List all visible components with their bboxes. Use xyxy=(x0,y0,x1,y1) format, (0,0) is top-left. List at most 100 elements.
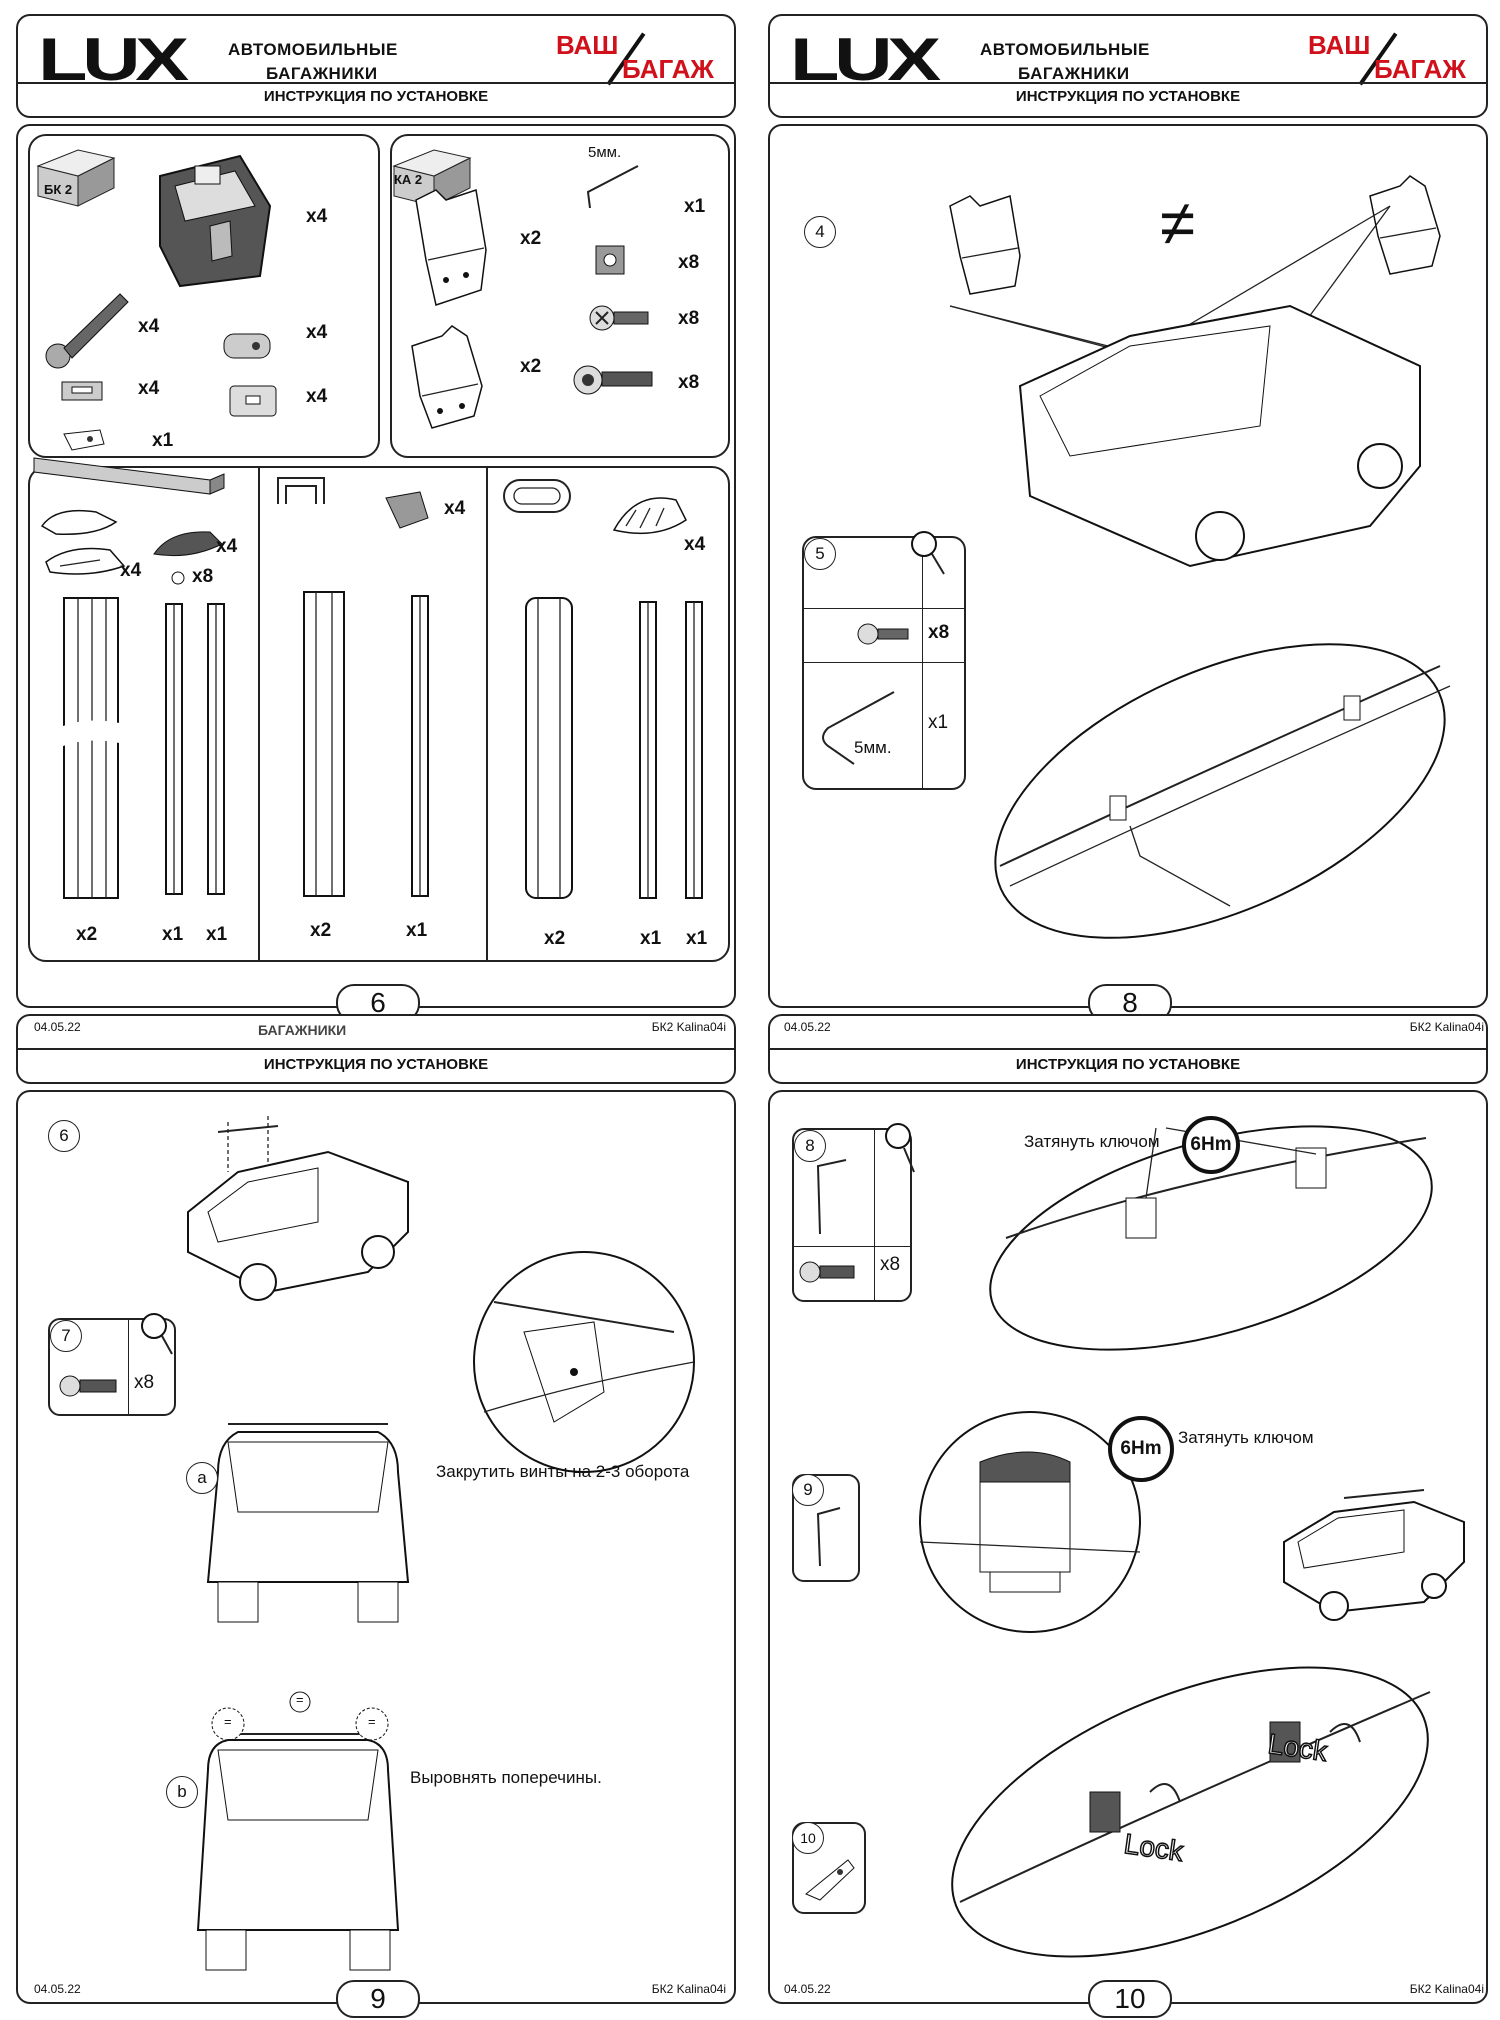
square-nut-icon xyxy=(595,245,625,275)
rail-profile-a-icon xyxy=(58,597,138,899)
socket-bolt-icon xyxy=(59,1375,117,1397)
rails-box: x4 x4 x8 x2 x1 x1 xyxy=(28,457,730,962)
label-b: b xyxy=(166,1776,198,1808)
tools-box: 7 x8 xyxy=(48,1313,176,1416)
car-with-bars-view xyxy=(187,1116,409,1301)
step-number: 8 xyxy=(794,1130,826,1162)
lux-logo: LUX xyxy=(38,26,189,93)
bolt-icon xyxy=(45,293,129,369)
step-frame: 4 ≠ 5 xyxy=(768,124,1488,1022)
cap-d-qty: x4 xyxy=(684,534,706,555)
page-number: 10 xyxy=(1088,1980,1172,2018)
eq-mark-left: = xyxy=(224,1714,232,1729)
page-header: LUX АВТОМОБИЛЬНЫЕ БАГАЖНИКИ ВАШ БАГАЖ ИН… xyxy=(16,14,736,118)
step-frame: 6 7 x8 xyxy=(16,1090,736,2018)
bracket-b-qty: x2 xyxy=(520,356,542,377)
tools-box: 8 x8 xyxy=(792,1123,915,1302)
rail-a-qty: x2 xyxy=(76,924,98,945)
rail-profile-c2-icon xyxy=(685,601,703,899)
eq-mark-right: = xyxy=(368,1714,376,1729)
step-number: 5 xyxy=(804,538,836,570)
car-with-bars-view xyxy=(1283,1489,1465,1621)
vash-bagazh-logo: ВАШ БАГАЖ xyxy=(1308,30,1466,86)
cap-b-qty: x4 xyxy=(216,536,238,557)
footer-date: 04.05.22 xyxy=(784,1020,831,1034)
page-10: ИНСТРУКЦИЯ ПО УСТАНОВКЕ 8 x8 xyxy=(752,1014,1488,2020)
logo-subtitle: АВТОМОБИЛЬНЫЕ БАГАЖНИКИ xyxy=(980,40,1150,83)
instruction-title: ИНСТРУКЦИЯ ПО УСТАНОВКЕ xyxy=(263,1056,489,1073)
end-cap-e-icon xyxy=(612,497,687,535)
countersunk-screw-icon xyxy=(589,305,649,331)
nut-qty: x8 xyxy=(678,252,700,273)
page-header: ИНСТРУКЦИЯ ПО УСТАНОВКЕ xyxy=(768,1014,1488,1084)
tighten-label-bottom: Затянуть ключом xyxy=(1178,1428,1314,1447)
instruction-title: ИНСТРУКЦИЯ ПО УСТАНОВКЕ xyxy=(1015,1056,1241,1073)
page-9: БАГАЖНИКИ ИНСТРУКЦИЯ ПО УСТАНОВКЕ 6 7 xyxy=(0,1014,736,2020)
instruction-title: ИНСТРУКЦИЯ ПО УСТАНОВКЕ xyxy=(1015,88,1241,105)
roof-detail-ellipse xyxy=(994,643,1451,939)
screw-icon xyxy=(857,623,909,645)
parts-frame: БК 2 x4 x4 x4 x4 xyxy=(16,124,736,1022)
clip-qty: x4 xyxy=(138,378,160,399)
tools-box: 10 xyxy=(792,1822,866,1914)
ka2-parts-box: КА 2 x2 x2 5мм. x1 x8 xyxy=(390,134,730,458)
magnifier-icon xyxy=(885,1123,915,1173)
not-equal-sign: ≠ xyxy=(1160,187,1196,259)
magnifier-icon xyxy=(911,531,945,575)
step-number: 9 xyxy=(792,1474,824,1506)
footer-model: БК2 Kalina04i xyxy=(651,1020,726,1034)
footer-date: 04.05.22 xyxy=(34,1982,81,1996)
rail-a1-qty: x1 xyxy=(162,924,184,945)
step-number: 6 xyxy=(48,1120,80,1152)
foot-detail-circle xyxy=(919,1411,1141,1633)
step-number: 7 xyxy=(50,1320,82,1352)
socket-bolt-icon xyxy=(799,1261,855,1283)
pin-icon xyxy=(223,333,271,359)
rail-c-qty: x2 xyxy=(544,928,566,949)
key-icon xyxy=(63,429,105,451)
rail-a2-qty: x1 xyxy=(206,924,228,945)
bk2-parts-box: БК 2 x4 x4 x4 x4 xyxy=(28,134,380,458)
hex-key-icon xyxy=(816,1507,841,1567)
hex-key-qty: x1 xyxy=(684,196,706,217)
page-number: 9 xyxy=(336,1980,420,2018)
pad-qty: x4 xyxy=(306,386,328,407)
rear-view-b xyxy=(196,1691,400,1971)
step-frame: 8 x8 Затянуть ключом 6Hm xyxy=(768,1090,1488,2018)
rail-profile-c1-icon xyxy=(639,601,657,899)
roof-detail-ellipse-top xyxy=(989,1125,1433,1351)
torque-badge-top: 6Hm xyxy=(1182,1116,1240,1174)
profile-section-b-icon xyxy=(277,477,325,504)
key-qty: x1 xyxy=(928,712,949,733)
page-8: LUX АВТОМОБИЛЬНЫЕ БАГАЖНИКИ ВАШ БАГАЖ ИН… xyxy=(752,0,1488,1022)
instruction-title: ИНСТРУКЦИЯ ПО УСТАНОВКЕ xyxy=(263,88,489,105)
logo-subtitle: АВТОМОБИЛЬНЫЕ БАГАЖНИКИ xyxy=(228,40,398,83)
rail-profile-a2-icon xyxy=(207,603,225,895)
key-qty: x1 xyxy=(152,430,174,451)
step-b-instruction: Выровнять поперечины. xyxy=(410,1768,602,1787)
rail-profile-b-icon xyxy=(303,591,345,897)
screw-b-qty: x8 xyxy=(678,372,700,393)
wrench-size-label: 5мм. xyxy=(588,144,622,161)
key-icon xyxy=(805,1859,855,1901)
magnifier-icon xyxy=(141,1313,173,1355)
mount-detail-circle xyxy=(473,1251,695,1473)
rail-c2-qty: x1 xyxy=(686,928,708,949)
hex-key-icon xyxy=(816,1159,847,1235)
screw-qty: x8 xyxy=(928,622,950,643)
page-header: БАГАЖНИКИ ИНСТРУКЦИЯ ПО УСТАНОВКЕ xyxy=(16,1014,736,1084)
footer-model: БК2 Kalina04i xyxy=(651,1982,726,1996)
bracket-b-icon xyxy=(411,325,483,429)
step-a-instruction: Закрутить винты на 2-3 оборота xyxy=(436,1462,690,1481)
end-cap-c-icon xyxy=(153,531,223,557)
pin-qty: x4 xyxy=(306,322,328,343)
car-roof-view xyxy=(949,205,1421,568)
small-screw-icon xyxy=(171,571,185,585)
rail-profile-c-icon xyxy=(525,597,573,899)
hex-key-icon xyxy=(822,691,895,765)
page-header: LUX АВТОМОБИЛЬНЫЕ БАГАЖНИКИ ВАШ БАГАЖ ИН… xyxy=(768,14,1488,118)
roof-detail-ellipse-bottom xyxy=(951,1666,1431,1958)
small-screw-qty: x8 xyxy=(192,566,214,587)
bk2-label: БК 2 xyxy=(44,182,73,197)
step-number: 4 xyxy=(804,216,836,248)
